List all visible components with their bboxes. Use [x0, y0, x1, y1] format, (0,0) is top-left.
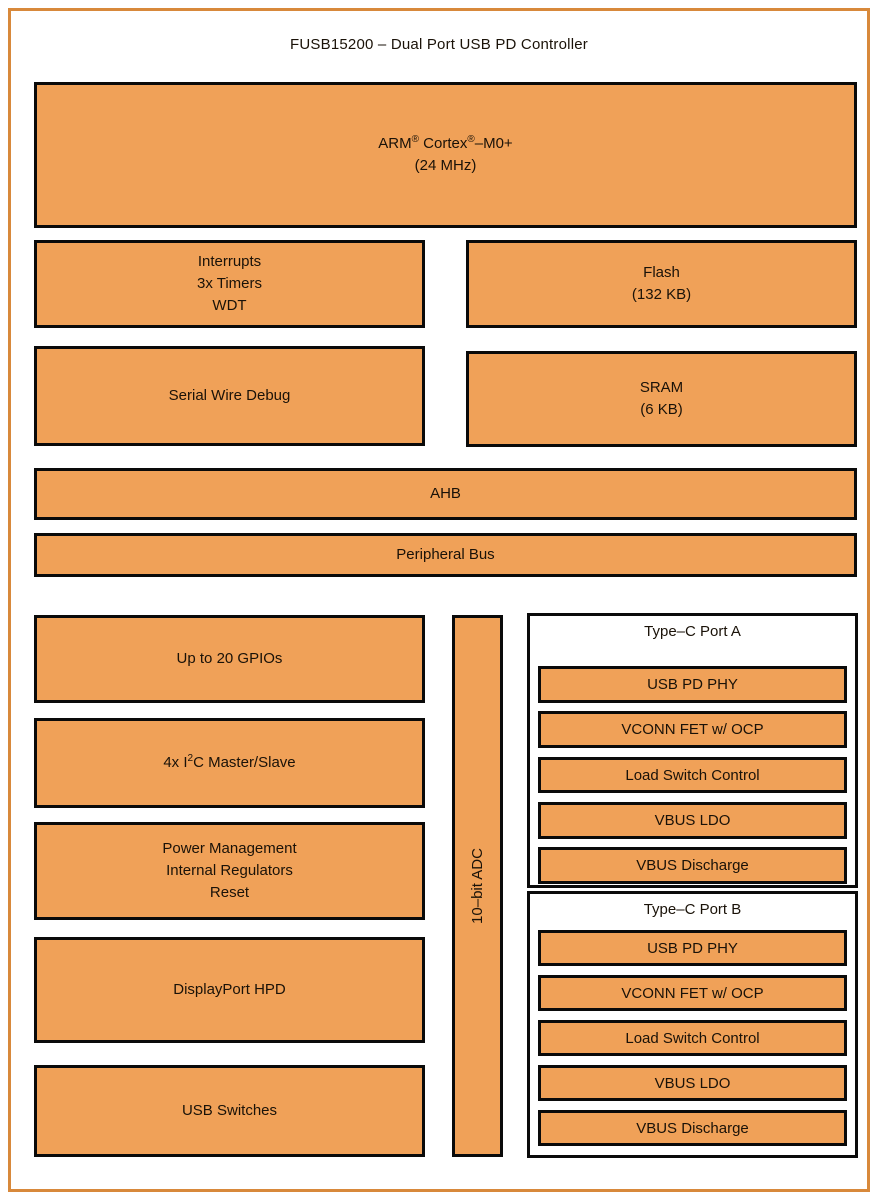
port-b-title: Type–C Port B [643, 901, 742, 918]
port-b-vbus-discharge: VBUS Discharge [538, 1110, 847, 1146]
block-label-line: Interrupts [197, 253, 262, 270]
block-flash: Flash (132 KB) [466, 240, 857, 328]
block-label-vertical: 10–bit ADC [468, 848, 486, 924]
block-label-line: Power Management [162, 840, 297, 857]
block-label-line: Internal Regulators [166, 862, 293, 879]
block-label: AHB [430, 485, 461, 502]
port-b-usb-pd-phy: USB PD PHY [538, 930, 847, 966]
block-label: Serial Wire Debug [168, 387, 291, 404]
block-ahb-bus: AHB [34, 468, 857, 520]
cpu-label-line2: (24 MHz) [414, 157, 477, 174]
block-label: USB Switches [181, 1102, 278, 1119]
block-label: DisplayPort HPD [173, 981, 286, 998]
block-power-management: Power Management Internal Regulators Res… [34, 822, 425, 920]
block-label-line: (6 KB) [640, 401, 683, 418]
block-peripheral-bus: Peripheral Bus [34, 533, 857, 577]
port-a-vconn-fet-ocp: VCONN FET w/ OCP [538, 711, 847, 748]
cpu-label-line1: ARM® Cortex®–M0+ [378, 134, 513, 153]
block-label-line: Reset [209, 884, 250, 901]
block-label-line: WDT [212, 297, 247, 314]
port-a-title: Type–C Port A [644, 623, 741, 640]
diagram-title: FUSB15200 – Dual Port USB PD Controller [290, 36, 588, 53]
block-gpio: Up to 20 GPIOs [34, 615, 425, 703]
block-serial-wire-debug: Serial Wire Debug [34, 346, 425, 446]
block-label-line: SRAM [639, 379, 684, 396]
container-type-c-port-a: Type–C Port A USB PD PHY VCONN FET w/ OC… [527, 613, 858, 888]
registered-trademark-symbol: ® [411, 134, 420, 145]
registered-trademark-symbol: ® [467, 134, 475, 145]
block-label-line: 3x Timers [196, 275, 262, 292]
port-a-usb-pd-phy: USB PD PHY [538, 666, 847, 703]
block-label: Peripheral Bus [396, 546, 495, 563]
port-b-load-switch-control: Load Switch Control [538, 1020, 847, 1056]
superscript-two: 2 [187, 753, 194, 764]
block-usb-switches: USB Switches [34, 1065, 425, 1157]
port-b-vconn-fet-ocp: VCONN FET w/ OCP [538, 975, 847, 1011]
block-label: 4x I2C Master/Slave [163, 753, 296, 772]
block-cpu: ARM® Cortex®–M0+ (24 MHz) [34, 82, 857, 228]
port-a-vbus-discharge: VBUS Discharge [538, 847, 847, 884]
port-b-vbus-ldo: VBUS LDO [538, 1065, 847, 1101]
block-label-line: Flash [643, 264, 680, 281]
block-sram: SRAM (6 KB) [466, 351, 857, 447]
container-type-c-port-b: Type–C Port B USB PD PHY VCONN FET w/ OC… [527, 891, 858, 1158]
port-a-load-switch-control: Load Switch Control [538, 757, 847, 793]
port-a-vbus-ldo: VBUS LDO [538, 802, 847, 839]
block-displayport-hpd: DisplayPort HPD [34, 937, 425, 1043]
block-interrupts-timers-wdt: Interrupts 3x Timers WDT [34, 240, 425, 328]
block-i2c-master-slave: 4x I2C Master/Slave [34, 718, 425, 808]
block-10bit-adc: 10–bit ADC [452, 615, 503, 1157]
block-label-line: (132 KB) [631, 286, 692, 303]
block-label: Up to 20 GPIOs [176, 650, 283, 667]
